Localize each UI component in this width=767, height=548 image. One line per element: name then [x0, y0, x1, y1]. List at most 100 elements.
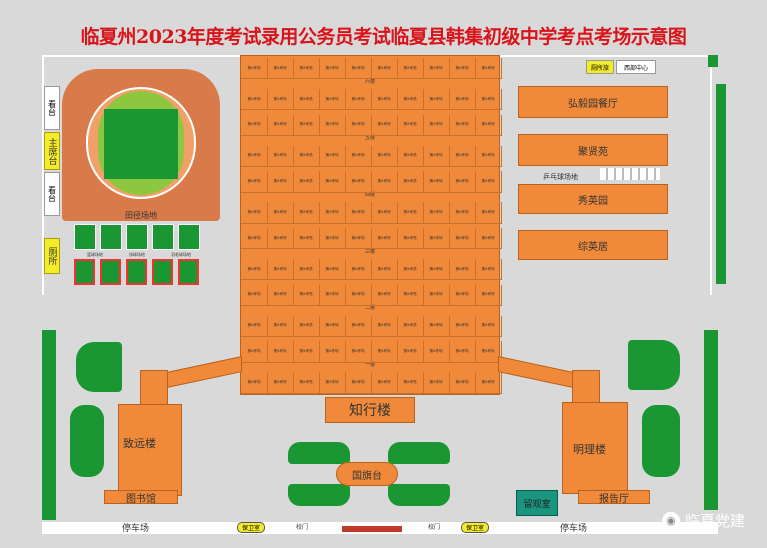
- exam-room: 第X考场: [449, 171, 476, 193]
- exam-room: 第X考场: [345, 228, 372, 250]
- exam-room: 第X考场: [423, 341, 450, 363]
- building-xiuying: 秀英园: [518, 184, 668, 214]
- exam-room: 第X考场: [449, 258, 476, 281]
- left-stand-bottom: 看台: [44, 172, 60, 216]
- watermark: ◉ 临夏党建: [661, 510, 745, 531]
- exam-room: 第X考场: [293, 58, 320, 80]
- court-label-volleyball: 排球场地: [129, 252, 145, 257]
- exam-room: 第X考场: [267, 372, 294, 394]
- exam-room: 第X考场: [241, 372, 268, 394]
- exam-room: 第X考场: [423, 372, 450, 394]
- exam-room: 第X考场: [423, 228, 450, 250]
- floor-label: 二楼: [364, 305, 375, 312]
- lawn-right-top: [628, 340, 680, 390]
- exam-room: 第X考场: [449, 88, 476, 111]
- exam-room: 第X考场: [449, 284, 476, 307]
- exam-room: 第X考场: [423, 114, 450, 137]
- sign-cesuo: 厕所旅: [586, 60, 614, 74]
- exam-room: 第X考场: [267, 145, 294, 167]
- exam-room: 第X考场: [475, 145, 502, 167]
- zhixing-building-label: 知行楼: [325, 397, 415, 423]
- exam-room: 第X考场: [267, 258, 294, 281]
- zhiyuan-connector: [140, 370, 168, 410]
- exam-room: 第X考场: [267, 58, 294, 80]
- exam-room: 第X考场: [319, 228, 346, 250]
- exam-room: 第X考场: [423, 258, 450, 281]
- exam-room: 第X考场: [371, 171, 398, 193]
- exam-room: 第X考场: [371, 114, 398, 137]
- exam-room: 第X考场: [241, 284, 268, 307]
- exam-room: 第X考场: [397, 88, 424, 111]
- courts-row-top: [74, 224, 204, 254]
- campus-outline-left: [42, 55, 44, 295]
- exam-room: 第X考场: [475, 284, 502, 307]
- guard-left: 保卫室: [237, 522, 265, 533]
- exam-room: 第X考场: [371, 372, 398, 394]
- court-tennis: [100, 224, 122, 250]
- exam-room: 第X考场: [241, 145, 268, 167]
- exam-room: 第X考场: [319, 58, 346, 80]
- exam-room: 第X考场: [397, 171, 424, 193]
- exam-room: 第X考场: [345, 315, 372, 337]
- mingli-label: 明理楼: [573, 443, 606, 456]
- exam-room: 第X考场: [267, 228, 294, 250]
- exam-room: 第X考场: [423, 315, 450, 337]
- exam-room: 第X考场: [475, 114, 502, 137]
- court-tennis: [74, 224, 96, 250]
- exam-room: 第X考场: [397, 315, 424, 337]
- exam-room: 第X考场: [397, 114, 424, 137]
- exam-room: 第X考场: [345, 145, 372, 167]
- exam-room: 第X考场: [371, 58, 398, 80]
- exam-room: 第X考场: [293, 145, 320, 167]
- exam-room: 第X考场: [319, 315, 346, 337]
- guard-right: 保卫室: [461, 522, 489, 533]
- exam-room: 第X考场: [475, 372, 502, 394]
- exam-room: 第X考场: [241, 202, 268, 224]
- exam-room: 第X考场: [475, 202, 502, 224]
- track-field: 田径场地: [62, 69, 220, 221]
- map-title: 临夏州2023年度考试录用公务员考试临夏县韩集初级中学考点考场示意图: [80, 26, 687, 48]
- exam-room: 第X考场: [319, 202, 346, 224]
- exam-room: 第X考场: [475, 258, 502, 281]
- exam-room: 第X考场: [345, 341, 372, 363]
- exam-room: 第X考场: [371, 202, 398, 224]
- lawn-flag-br: [388, 484, 450, 506]
- floor-label: 六楼: [364, 78, 375, 85]
- floor-label: 五楼: [364, 135, 375, 142]
- exam-room: 第X考场: [319, 88, 346, 111]
- court-basketball: [100, 259, 121, 285]
- exam-room: 第X考场: [475, 341, 502, 363]
- library: 图书馆: [104, 490, 178, 505]
- exam-room: 第X考场: [345, 284, 372, 307]
- exam-room: 第X考场: [345, 258, 372, 281]
- exam-room: 第X考场: [423, 284, 450, 307]
- zhiyuan-label: 致远楼: [123, 437, 156, 450]
- pingpong-tables: [600, 168, 660, 180]
- watermark-text: 临夏党建: [684, 512, 745, 530]
- court-volleyball: [126, 259, 147, 285]
- floor-label: 四楼: [364, 191, 375, 198]
- track-label: 田径场地: [125, 211, 157, 220]
- exam-room: 第X考场: [449, 58, 476, 80]
- lawn-flag-bl: [288, 484, 350, 506]
- exam-room: 第X考场: [319, 145, 346, 167]
- exam-room: 第X考场: [293, 88, 320, 111]
- lawn-flag-tl: [288, 442, 350, 464]
- exam-room: 第X考场: [319, 341, 346, 363]
- exam-room: 第X考场: [267, 88, 294, 111]
- court-label-badminton: 羽毛球场地: [171, 252, 191, 257]
- exam-room: 第X考场: [397, 372, 424, 394]
- exam-room: 第X考场: [397, 284, 424, 307]
- exam-room: 第X考场: [319, 114, 346, 137]
- exam-room: 第X考场: [267, 315, 294, 337]
- exam-room: 第X考场: [449, 372, 476, 394]
- exam-room: 第X考场: [475, 88, 502, 111]
- exam-room: 第X考场: [475, 228, 502, 250]
- sign-xibu: 西部中心: [616, 60, 656, 74]
- exam-room: 第X考场: [449, 145, 476, 167]
- lawn-left-bottom: [70, 405, 104, 477]
- campus-outline-right: [710, 55, 712, 295]
- exam-room: 第X考场: [267, 284, 294, 307]
- lawn-left-top: [76, 342, 122, 392]
- green-strip-right-top: [708, 55, 718, 67]
